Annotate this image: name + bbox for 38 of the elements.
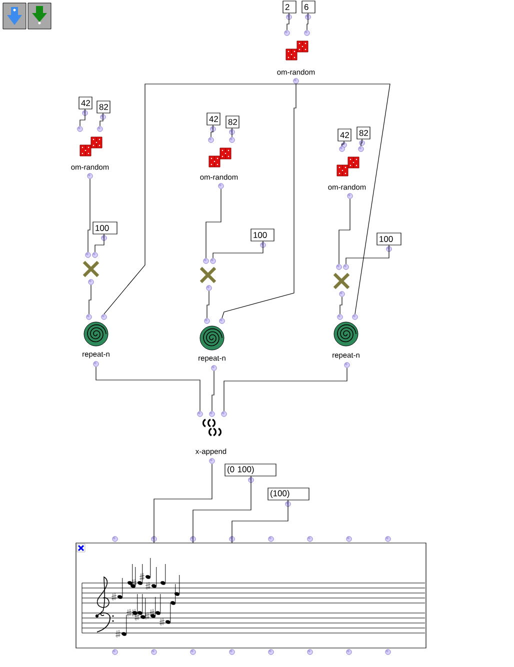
connector	[192, 476, 252, 544]
connector	[360, 138, 362, 146]
connector	[306, 12, 308, 30]
connector	[346, 244, 390, 264]
connector	[100, 112, 104, 126]
connector	[88, 178, 90, 252]
number-box: 82	[226, 116, 240, 128]
connector	[94, 234, 104, 252]
number-box: (0 100)	[224, 464, 276, 476]
number-box: 100	[92, 222, 118, 234]
connector	[286, 12, 290, 30]
number-box: 6	[302, 0, 316, 14]
number-box: 42	[338, 128, 352, 142]
connector	[154, 464, 212, 544]
number-box: (100)	[268, 488, 310, 500]
connector	[80, 108, 86, 126]
number-box: 42	[206, 112, 220, 126]
connector	[342, 140, 344, 146]
connector	[224, 368, 348, 412]
connector	[340, 296, 342, 314]
connector	[338, 198, 350, 264]
connector	[232, 500, 288, 544]
number-box: 82	[96, 100, 110, 114]
connector	[210, 124, 214, 138]
connector	[96, 366, 200, 412]
connector	[222, 84, 296, 318]
connector	[104, 84, 296, 314]
connector	[88, 284, 92, 314]
number-box: 42	[78, 96, 92, 110]
number-box: 2	[282, 0, 296, 14]
number-box: 100	[376, 232, 402, 246]
connector	[206, 188, 222, 258]
number-box: 82	[356, 126, 370, 140]
number-box: 100	[250, 228, 274, 242]
connector	[296, 84, 390, 314]
connector	[212, 240, 264, 258]
connector	[212, 370, 214, 412]
connector	[206, 290, 210, 318]
